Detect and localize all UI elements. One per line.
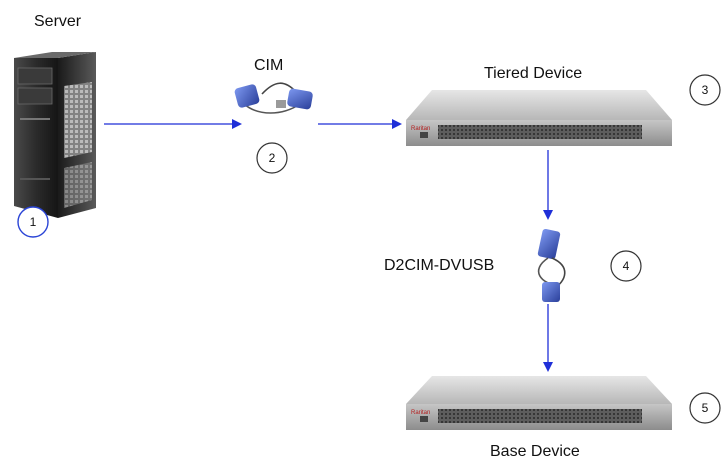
base-device-label: Base Device [490,443,580,460]
cim-label: CIM [254,57,283,74]
badge-4: 4 [610,250,642,282]
adapter-dongle-icon [537,228,566,302]
cim-dongle-icon [234,82,313,114]
badge-3-number: 3 [702,83,709,97]
tiered-device-label: Tiered Device [484,65,582,82]
server-label: Server [34,13,82,30]
badge-4-number: 4 [623,259,630,273]
badge-3: 3 [689,74,721,106]
badge-1: 1 [17,206,49,238]
badge-2: 2 [256,142,288,174]
badge-5-number: 5 [702,401,709,415]
tiered-device-icon: Raritan [406,90,672,146]
base-device-brand: Raritan [411,410,430,416]
badge-1-number: 1 [30,215,37,229]
badge-5: 5 [689,392,721,424]
adapter-label: D2CIM-DVUSB [384,257,494,274]
tiered-device-brand: Raritan [411,126,430,132]
server-tower-icon [14,52,96,218]
base-device-icon: Raritan [406,376,672,430]
badge-2-number: 2 [269,151,276,165]
